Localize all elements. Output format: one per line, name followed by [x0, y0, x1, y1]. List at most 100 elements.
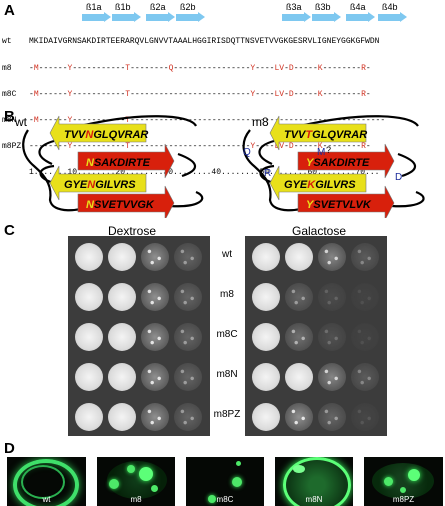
panel-label-c: C [4, 222, 15, 239]
strand-1-text: TVVTGLQVRAR [284, 129, 367, 141]
loop-mark-r: R [264, 168, 271, 179]
yeast-spot [141, 403, 169, 431]
micro-label: m8C [216, 495, 234, 504]
beta-arrow [146, 12, 175, 23]
yeast-spot [285, 323, 313, 351]
strand-3-text: GYENGILVRS [64, 179, 136, 191]
yeast-spot [285, 283, 313, 311]
ruler: 1.......10........20........30........40… [29, 167, 380, 177]
beta-label: ß2a [150, 2, 166, 12]
yeast-spot [285, 363, 313, 391]
row-seq: --------Y-----------T-------------------… [29, 141, 371, 151]
yeast-spot [141, 243, 169, 271]
beta-arrow [112, 12, 141, 23]
yeast-spot [351, 243, 379, 271]
yeast-spot [285, 243, 313, 271]
yeast-spot [75, 403, 103, 431]
yeast-spot [75, 363, 103, 391]
beta-label: ß3b [315, 2, 331, 12]
yeast-spot [252, 323, 280, 351]
row-seq: MKIDAIVGRNSAKDIRTEERARQVLGNVVTAAALHGGIRI… [29, 37, 380, 47]
strand-4-text: YSVETVLVK [306, 199, 372, 211]
yeast-spot [75, 323, 103, 351]
yeast-spot [318, 363, 346, 391]
micrograph-m8c: m8C [186, 457, 264, 506]
beta-arrow [312, 12, 341, 23]
yeast-spot [174, 363, 202, 391]
strand-3-text: GYEKGILVRS [284, 179, 356, 191]
yeast-spot [108, 403, 136, 431]
beta-label: ß1a [86, 2, 102, 12]
row-name: m8C [2, 89, 17, 99]
micrograph-m8: m8 [97, 457, 175, 506]
beta-arrow [346, 12, 375, 23]
strain-label: m8C [216, 329, 238, 340]
yeast-spot [141, 363, 169, 391]
row-name: m8 [2, 63, 12, 73]
strain-label: m8 [220, 289, 234, 300]
yeast-spot [174, 403, 202, 431]
yeast-spot [174, 243, 202, 271]
row-name: m8N [2, 115, 17, 125]
strain-label: wt [222, 249, 232, 260]
strand-2-text: NSAKDIRTE [86, 157, 151, 169]
yeast-spot [174, 283, 202, 311]
beta-label: ß4b [382, 2, 398, 12]
beta-label: ß4a [350, 2, 366, 12]
topology-diagrams: wt TVVNGLQVRAR NSAKDIRTE GYENGILVRS NSVE… [14, 115, 425, 218]
topology-label: wt [14, 115, 28, 129]
strand-2-text: YSAKDIRTE [306, 157, 370, 169]
yeast-spot [252, 363, 280, 391]
loop-mark-d: D [395, 172, 402, 183]
row-name: m8PZ [2, 141, 22, 151]
yeast-spot [351, 363, 379, 391]
yeast-spot [318, 243, 346, 271]
beta-label: ß1b [115, 2, 131, 12]
yeast-spot [351, 323, 379, 351]
beta-strand-bar: ß1a ß1b ß2a ß2b ß3a ß3b ß4a ß4b [0, 2, 445, 22]
row-name: wt [2, 37, 12, 47]
question-mark: ? [326, 145, 331, 155]
topology-m8: m8 TVVTGLQVRAR YSAKDIRTE GYEKGILVRS YSVE… [242, 115, 425, 218]
beta-label: ß2b [180, 2, 196, 12]
yeast-spot [252, 283, 280, 311]
strain-label: m8PZ [213, 409, 241, 420]
panel-label-d: D [4, 440, 15, 457]
alignment-row: m8C -M------Y-----------T----------------… [2, 89, 385, 100]
yeast-spot [108, 243, 136, 271]
yeast-spot [108, 363, 136, 391]
yeast-spot [75, 243, 103, 271]
condition-dextrose: Dextrose [108, 224, 157, 238]
strand-1-text: TVVNGLQVRAR [64, 129, 148, 141]
row-seq: -M------Y-----------T-------------------… [29, 89, 371, 99]
yeast-spot [351, 403, 379, 431]
yeast-spot [285, 403, 313, 431]
alignment-ruler: 1.......10........20........30........40… [2, 167, 385, 178]
micro-label: m8N [305, 495, 323, 504]
beta-arrow [282, 12, 311, 23]
alignment-row: wt MKIDAIVGRNSAKDIRTEERARQVLGNVVTAAALHGGI… [2, 38, 385, 47]
alignment-row: m8 -M------Y-----------T--------Q--------… [2, 63, 385, 74]
panel-label-b: B [4, 108, 15, 125]
yeast-spot [318, 403, 346, 431]
alignment-row: m8PZ --------Y-----------T---------------… [2, 141, 385, 152]
yeast-spot [141, 283, 169, 311]
yeast-spot [318, 323, 346, 351]
micro-label: m8PZ [392, 495, 415, 504]
yeast-spot [75, 283, 103, 311]
beta-arrow [176, 12, 205, 23]
topology-wt: wt TVVNGLQVRAR NSAKDIRTE GYENGILVRS NSVE… [14, 115, 204, 218]
row-seq: -M------Y-----------T--------Q----------… [29, 63, 371, 73]
beta-label: ß3a [286, 2, 302, 12]
condition-galactose: Galactose [292, 224, 347, 238]
yeast-spot [318, 283, 346, 311]
strain-label: m8N [216, 369, 238, 380]
beta-arrow [378, 12, 407, 23]
loop-mark-m: M [317, 147, 325, 158]
strand-4-text: NSVETVVGK [86, 199, 155, 211]
yeast-spot [108, 323, 136, 351]
micro-label: wt [42, 495, 51, 504]
topology-label: m8 [252, 115, 269, 129]
micrograph-m8pz: m8PZ [364, 457, 443, 506]
micro-label: m8 [130, 495, 142, 504]
